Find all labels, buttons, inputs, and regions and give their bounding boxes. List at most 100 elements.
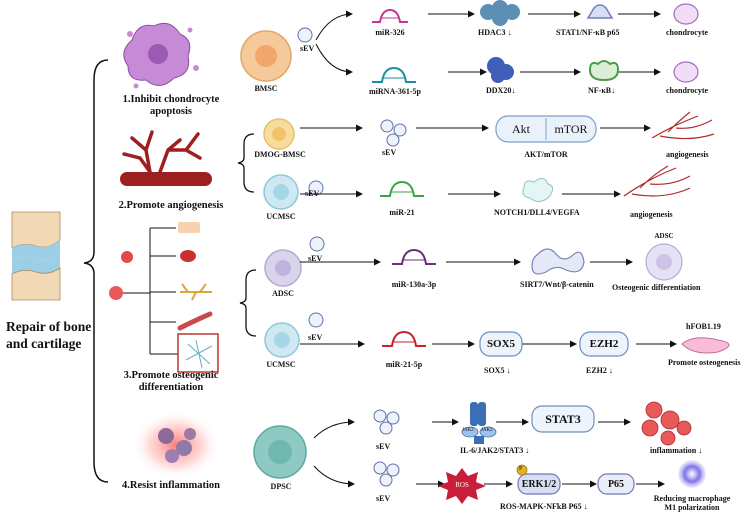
dmog-bmsc-cell <box>263 118 295 150</box>
stat3-label: STAT3 <box>545 411 581 426</box>
muscle-cell-icon <box>177 311 213 331</box>
mirna-label: miR-130a-3p <box>391 280 437 289</box>
ucmsc-label-1: UCMSC <box>266 212 296 221</box>
jak2-label-right: JAK2 <box>481 428 493 433</box>
stem-cell-icon <box>109 286 123 300</box>
inflammation-cells-icon <box>641 401 692 446</box>
outcome-label: Osteogenic differentiation <box>612 283 701 292</box>
apoptotic-chondrocyte-icon <box>123 22 199 89</box>
outcome-label: inflammation ↓ <box>650 446 703 455</box>
sev-label: sEV <box>308 333 323 342</box>
mirna-326-icon <box>372 8 408 23</box>
pathway-label: STAT1/NF-κB p65 <box>556 28 620 37</box>
adsc-label: ADSC <box>272 289 294 298</box>
phospho-label: P <box>519 466 523 472</box>
adsc-cell <box>264 249 302 287</box>
outcome-label: angiogenesis <box>630 210 673 219</box>
dpsc-cell <box>253 425 307 479</box>
sev-label: sEV <box>382 148 397 157</box>
mirna-label: miRNA-361-5p <box>369 87 421 96</box>
flow-arrows <box>300 10 677 488</box>
sub-brace-angiogenesis <box>237 133 255 193</box>
mirna-21-5p-icon <box>382 330 426 347</box>
outcome-label: chondrocyte <box>666 86 709 95</box>
section-1-label: 1.Inhibit chondrocyte apoptosis <box>122 94 220 117</box>
pathway-label: AKT/mTOR <box>524 150 568 159</box>
main-title: Repair of bone and cartilage <box>6 319 92 351</box>
chondrocyte-cell-icon <box>673 3 699 83</box>
nfkb-icon <box>588 60 620 82</box>
target-label: HDAC3 ↓ <box>478 28 512 37</box>
osteocyte-box <box>177 333 219 373</box>
ros-label: ROS <box>455 481 469 489</box>
sub-brace-osteogenic <box>239 269 257 337</box>
ezh2-label: EZH2 <box>589 338 619 350</box>
pathway-label: NOTCH1/DLL4/VEGFA <box>494 208 580 217</box>
p65-label: P65 <box>607 478 625 490</box>
p65-box <box>597 473 635 495</box>
mirna-361-icon <box>372 66 416 83</box>
section-2-label: 2.Promote angiogenesis <box>118 200 224 211</box>
sev-label: sEV <box>300 44 315 53</box>
ros-icon <box>438 468 486 504</box>
sev-label: sEV <box>376 442 391 451</box>
sev-label: sEV <box>376 494 391 503</box>
pathway-label: SIRT7/Wnt/β-catenin <box>520 280 594 289</box>
bmsc-label: BMSC <box>254 84 278 93</box>
mirna-label: miR-21 <box>389 208 415 217</box>
ucmsc-cell-2 <box>264 322 300 358</box>
sox5-label: SOX5 <box>486 338 516 350</box>
hdac3-protein-icon <box>480 0 520 26</box>
section-4-label: 4.Resist inflammation <box>122 480 220 491</box>
mirna-21-icon <box>380 180 424 197</box>
dmog-bmsc-label: DMOG-BMSC <box>254 150 306 159</box>
outcome-label: Promote osteogenesis <box>668 358 741 367</box>
jak2-label-left: JAK2 <box>462 428 474 433</box>
sev-icon <box>297 27 407 487</box>
angiogenesis-vessel-icon <box>623 111 715 197</box>
ddx20-protein-icon <box>487 57 514 83</box>
outcome-label: chondrocyte <box>666 28 709 37</box>
sev-label: sEV <box>305 189 320 198</box>
hfob-cell-icon <box>681 337 730 354</box>
adipocyte-icon <box>178 222 200 233</box>
stat1-nfkb-icon <box>586 4 614 19</box>
ucmsc-cell-1 <box>263 174 299 210</box>
stat3-box <box>531 405 595 433</box>
pathway-label: ROS-MAPK-NFkB P65 ↓ <box>500 502 588 511</box>
sirt7-icon <box>531 248 585 275</box>
akt-label: Akt <box>512 121 530 136</box>
red-blood-cell-icon <box>180 250 196 262</box>
differentiation-tree <box>109 222 219 373</box>
sev-label: sEV <box>308 254 323 263</box>
pathway-label: IL-6/JAK2/STAT3 ↓ <box>460 446 530 455</box>
main-brace <box>83 59 109 483</box>
knee-joint-icon <box>11 211 61 301</box>
inflammation-icon <box>132 411 220 479</box>
blood-vessel-icon <box>120 130 212 186</box>
mirna-label: miR-21-5p <box>385 360 423 369</box>
erk-label: ERK1/2 <box>521 478 557 490</box>
notch1-icon <box>522 178 554 202</box>
ucmsc-label-2: UCMSC <box>266 360 296 369</box>
phospho-icon <box>516 464 528 476</box>
outcome-label: angiogenesis <box>666 150 709 159</box>
target-label: SOX5 ↓ <box>484 366 511 375</box>
osteocyte-icon <box>185 339 213 369</box>
m1-macrophage-icon <box>678 460 706 488</box>
target-label: EZH2 ↓ <box>586 366 613 375</box>
pathway-label: NF-κB↓ <box>588 86 616 95</box>
adsc-target-cell <box>645 243 683 281</box>
dpsc-label: DPSC <box>270 482 292 491</box>
ezh2-box <box>579 331 629 357</box>
mirna-label: miR-326 <box>375 28 405 37</box>
mtor-label: mTOR <box>554 121 588 136</box>
mirna-130a-icon <box>392 248 436 265</box>
sox5-box <box>479 331 523 357</box>
target-label: DDX20↓ <box>486 86 516 95</box>
jak2-receptor-icon <box>461 402 497 444</box>
bmsc-cell <box>240 30 292 82</box>
hfob-label: hFOB1.19 <box>686 322 721 331</box>
